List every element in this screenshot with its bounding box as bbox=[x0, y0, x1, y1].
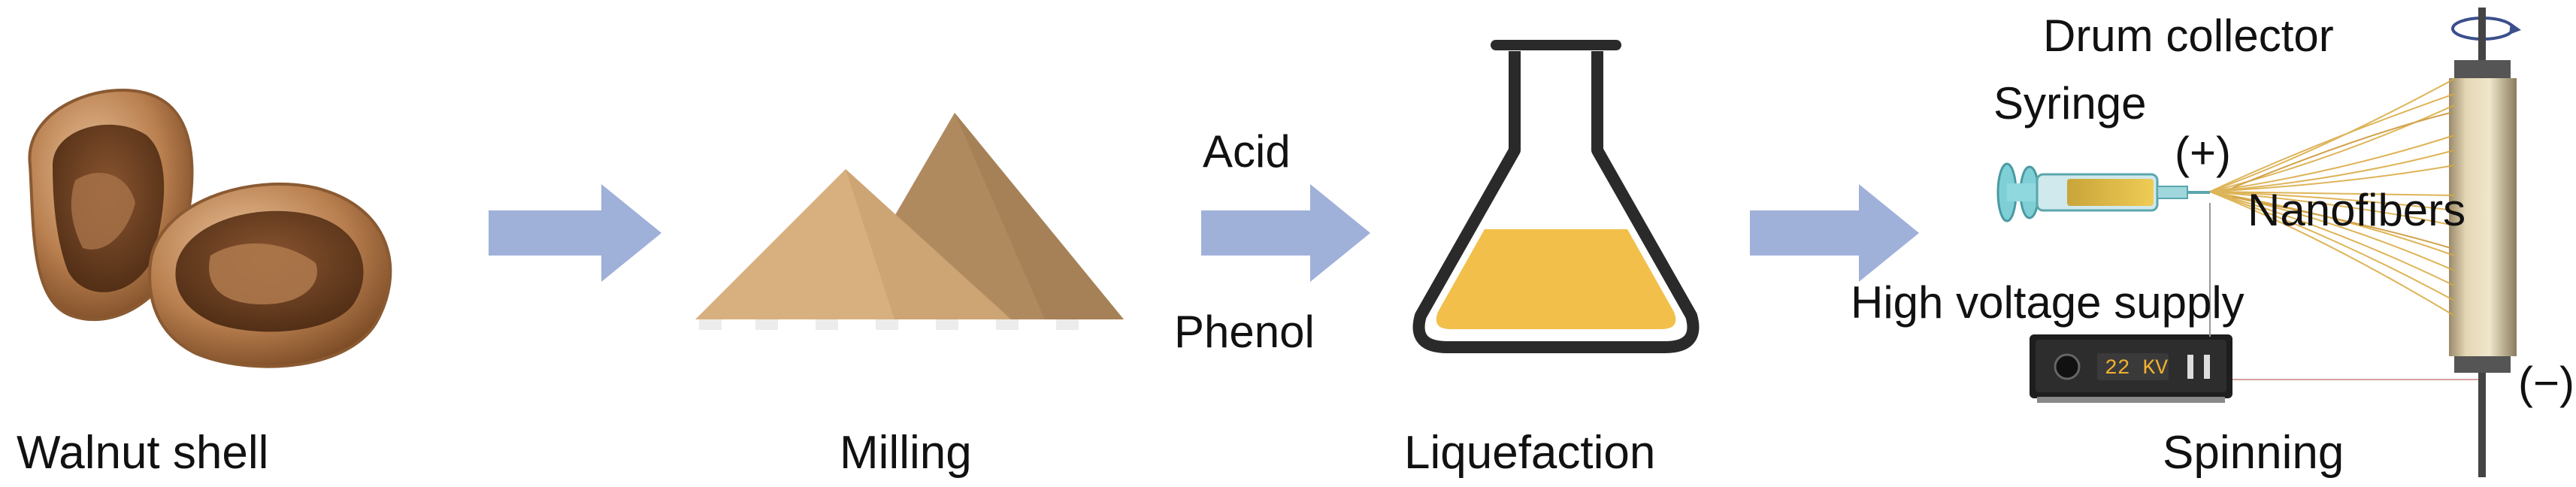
step-label-walnut-shell: Walnut shell bbox=[17, 427, 269, 479]
rotation-arrow-icon bbox=[2451, 17, 2521, 41]
step-label-spinning: Spinning bbox=[2163, 427, 2344, 479]
power-display-label: 22 KV bbox=[2105, 357, 2169, 380]
powder-pile-icon bbox=[695, 113, 1124, 330]
step-label-liquefaction: Liquefaction bbox=[1404, 427, 1656, 479]
flask-icon bbox=[1412, 40, 1700, 353]
power-supply-label: High voltage supply bbox=[1851, 277, 2245, 328]
electrospinning-apparatus bbox=[1996, 8, 2521, 477]
power-supply-icon bbox=[2030, 334, 2232, 403]
reagent-acid-label: Acid bbox=[1203, 126, 1291, 177]
arrow-3-icon bbox=[1750, 184, 1919, 282]
syringe-label: Syringe bbox=[1993, 78, 2147, 129]
drum-collector-icon bbox=[2449, 78, 2517, 373]
arrow-1-icon bbox=[489, 184, 661, 282]
negative-label: (−) bbox=[2518, 358, 2574, 408]
syringe-icon bbox=[1996, 162, 2210, 222]
drum-collector-label: Drum collector bbox=[2043, 11, 2334, 61]
positive-label: (+) bbox=[2175, 128, 2231, 178]
nanofibers-icon bbox=[2209, 78, 2455, 316]
step-label-milling: Milling bbox=[840, 427, 972, 479]
arrow-2-icon bbox=[1201, 184, 1370, 282]
nanofibers-label: Nanofibers bbox=[2248, 185, 2466, 235]
walnut-shell-image bbox=[28, 89, 392, 368]
reagent-phenol-label: Phenol bbox=[1174, 307, 1315, 357]
